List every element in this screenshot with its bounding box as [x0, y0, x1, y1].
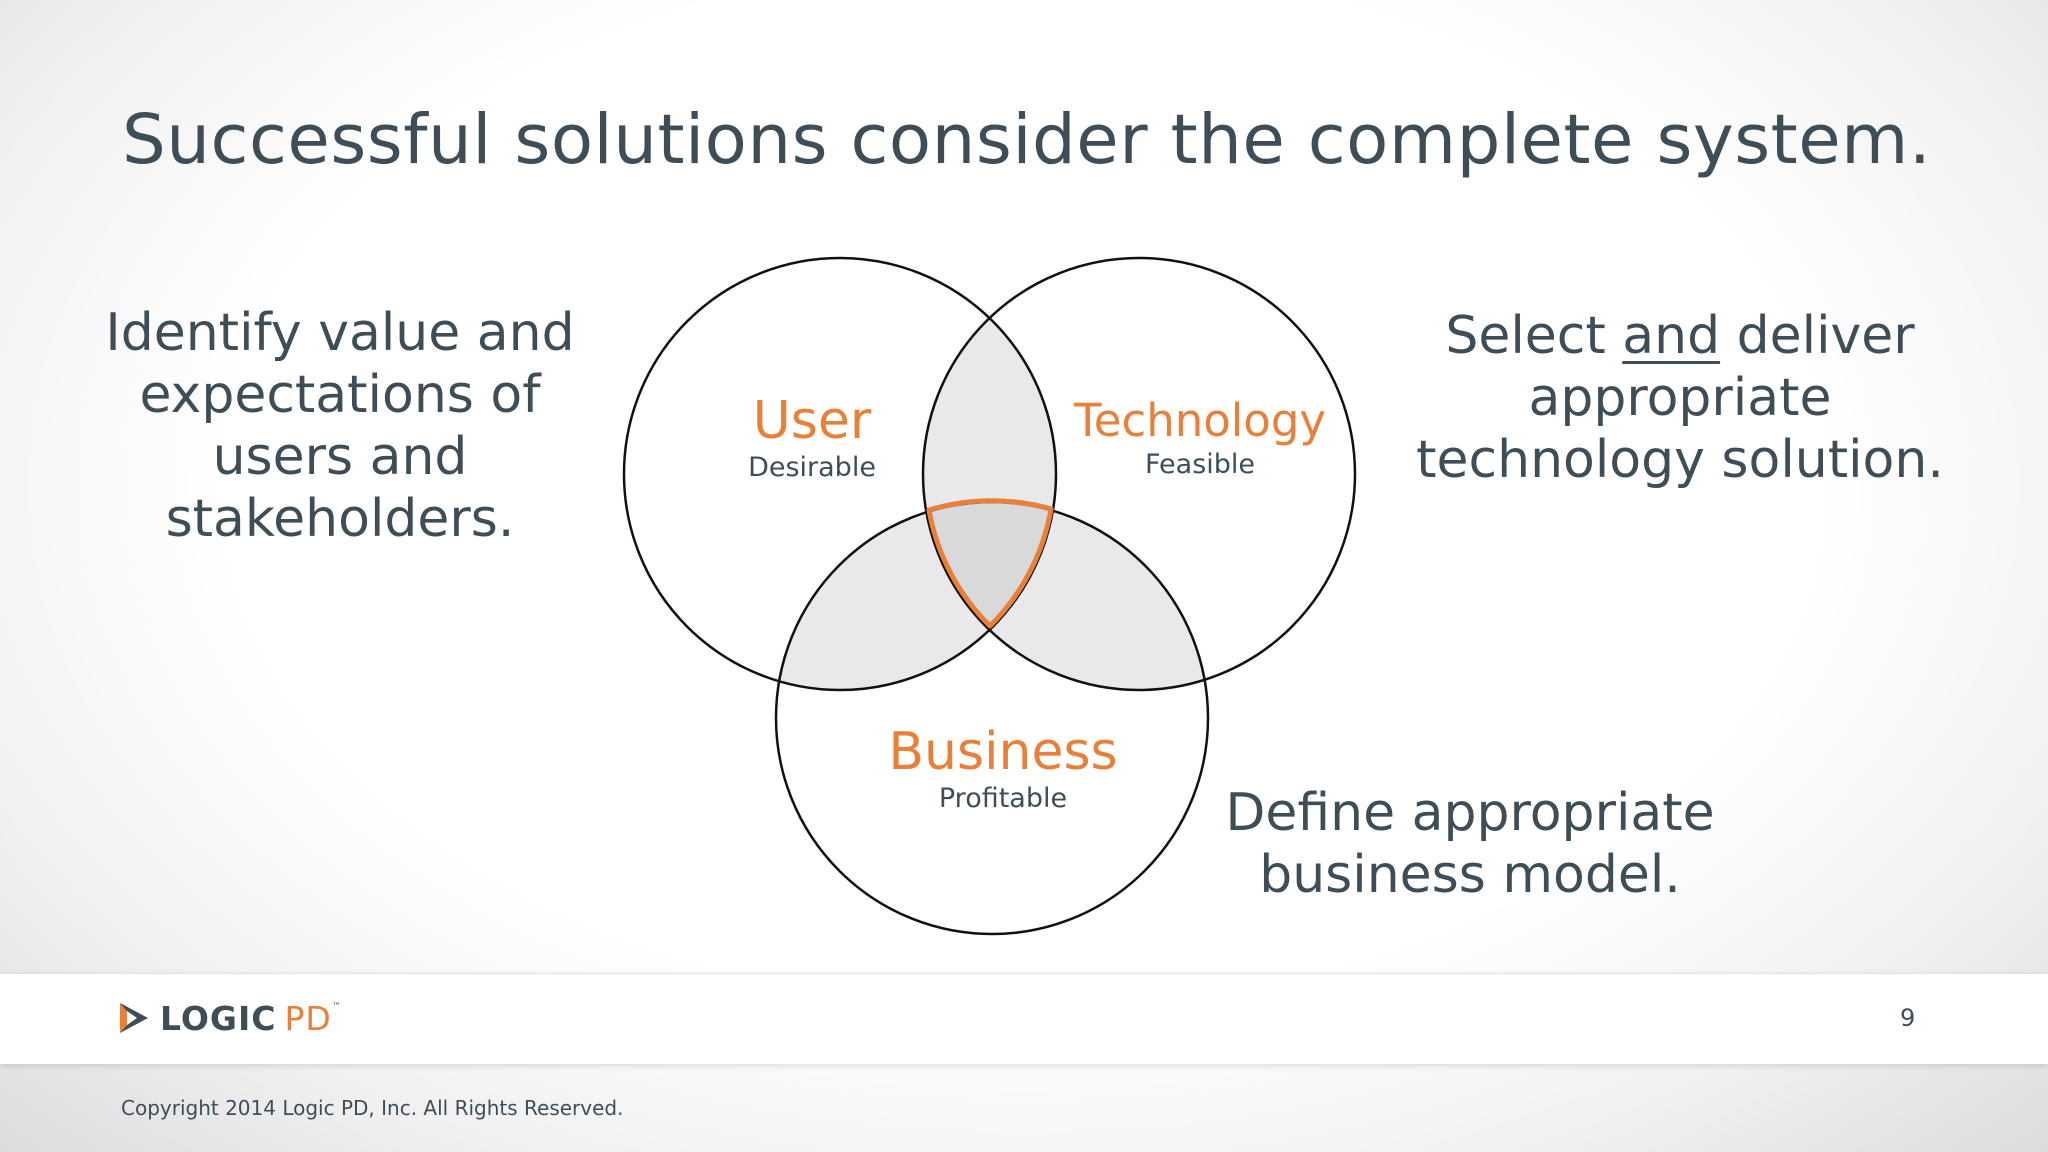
business-callout: Define appropriate business model. [1190, 782, 1750, 906]
overlap-user-business [776, 502, 1056, 690]
technology-callout-text: Select [1445, 306, 1623, 366]
footer-bar [0, 973, 2048, 1064]
user-callout-line: stakeholders. [165, 489, 515, 549]
technology-callout-line: appropriate [1528, 368, 1832, 428]
logo-text-pd: PD [284, 998, 332, 1038]
technology-callout-line: technology solution. [1416, 430, 1944, 490]
company-logo: LOGIC PD ™ [116, 998, 341, 1038]
technology-sublabel: Feasible [1145, 449, 1255, 480]
technology-callout: Select and deliver appropriate technolog… [1400, 305, 1960, 491]
user-circle [622, 256, 1058, 692]
user-callout: Identify value and expectations of users… [80, 302, 600, 550]
slide-title: Successful solutions consider the comple… [122, 100, 1932, 180]
business-callout-line: business model. [1259, 845, 1681, 905]
overlap-technology-business [923, 502, 1208, 690]
technology-circle [921, 256, 1357, 692]
venn-overlap-regions [776, 258, 1208, 690]
play-chevron-icon [120, 1003, 148, 1033]
business-callout-line: Define appropriate [1225, 783, 1715, 843]
trademark-symbol: ™ [331, 1002, 341, 1012]
business-sublabel: Profitable [939, 783, 1067, 814]
center-overlap-highlight [926, 498, 1054, 629]
technology-callout-text: deliver [1720, 306, 1915, 366]
copyright-notice: Copyright 2014 Logic PD, Inc. All Rights… [121, 1096, 624, 1120]
user-sublabel: Desirable [748, 452, 876, 483]
business-label: Business [888, 722, 1117, 782]
page-number: 9 [1900, 1004, 1916, 1032]
technology-label: Technology [1073, 394, 1326, 447]
user-callout-line: expectations of [139, 365, 541, 425]
user-callout-line: users and [212, 427, 468, 487]
user-callout-line: Identify value and [105, 303, 575, 363]
logo-text-logic: LOGIC [160, 998, 277, 1038]
technology-callout-line: Select and deliver [1400, 305, 1960, 367]
underlined-word: and [1622, 306, 1721, 366]
user-label: User [753, 391, 872, 451]
